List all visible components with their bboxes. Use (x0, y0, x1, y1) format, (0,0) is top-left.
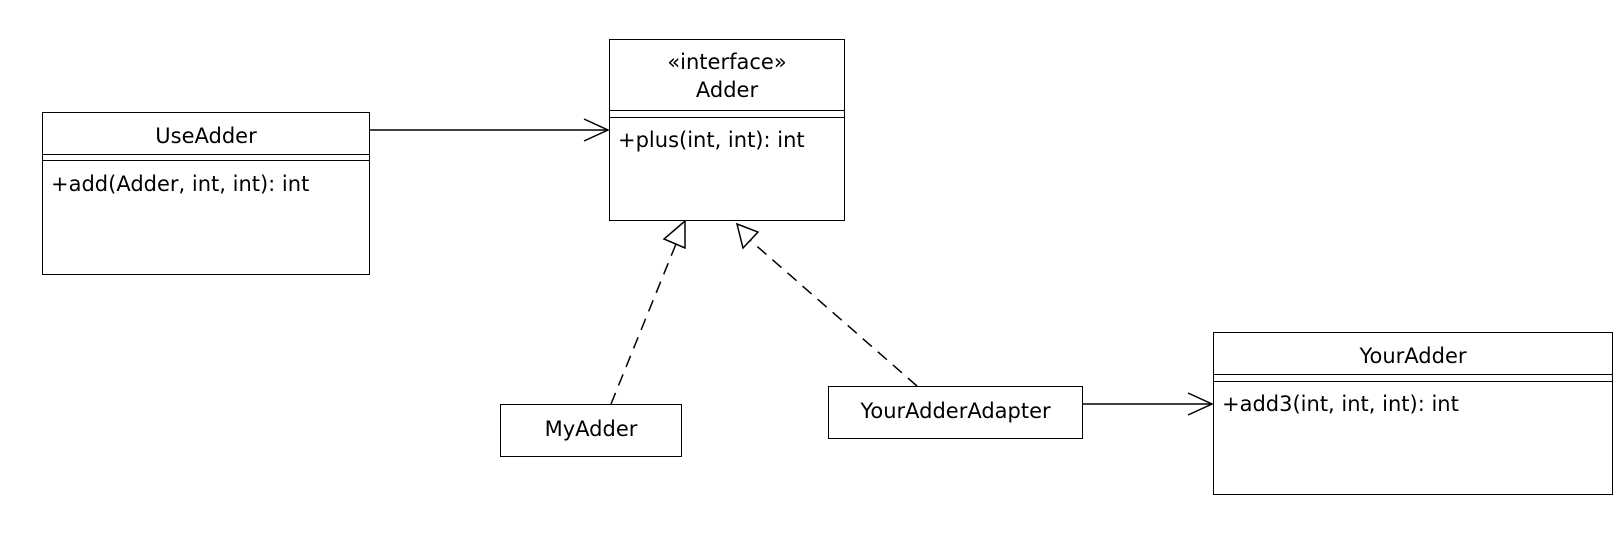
class-name: UseAdder (155, 124, 257, 148)
compartment-divider (610, 110, 844, 111)
class-useadder[interactable]: UseAdder +add(Adder, int, int): int (42, 112, 370, 275)
association-useadder-to-adder (368, 118, 610, 142)
class-youradder[interactable]: YourAdder +add3(int, int, int): int (1213, 332, 1613, 495)
interface-adder[interactable]: «interface» Adder +plus(int, int): int (609, 39, 845, 221)
stereotype-label: «interface» (667, 50, 787, 74)
class-name: MyAdder (544, 417, 638, 441)
realization-myadder-to-adder (610, 219, 686, 405)
operation: +add(Adder, int, int): int (51, 172, 310, 196)
compartment-divider (1214, 381, 1612, 382)
class-youradderadapter[interactable]: YourAdderAdapter (828, 386, 1083, 439)
class-name: YourAdder (1359, 344, 1467, 368)
compartment-divider (610, 117, 844, 118)
compartment-divider (43, 160, 369, 161)
compartment-divider (1214, 374, 1612, 375)
operation: +plus(int, int): int (618, 128, 805, 152)
operation: +add3(int, int, int): int (1222, 392, 1459, 416)
class-myadder[interactable]: MyAdder (500, 404, 682, 457)
class-name: YourAdderAdapter (860, 399, 1051, 423)
class-name: Adder (695, 78, 759, 102)
association-youradderadapter-to-youradder (1082, 392, 1214, 416)
realization-youradderadapter-to-adder (735, 222, 918, 387)
compartment-divider (43, 154, 369, 155)
